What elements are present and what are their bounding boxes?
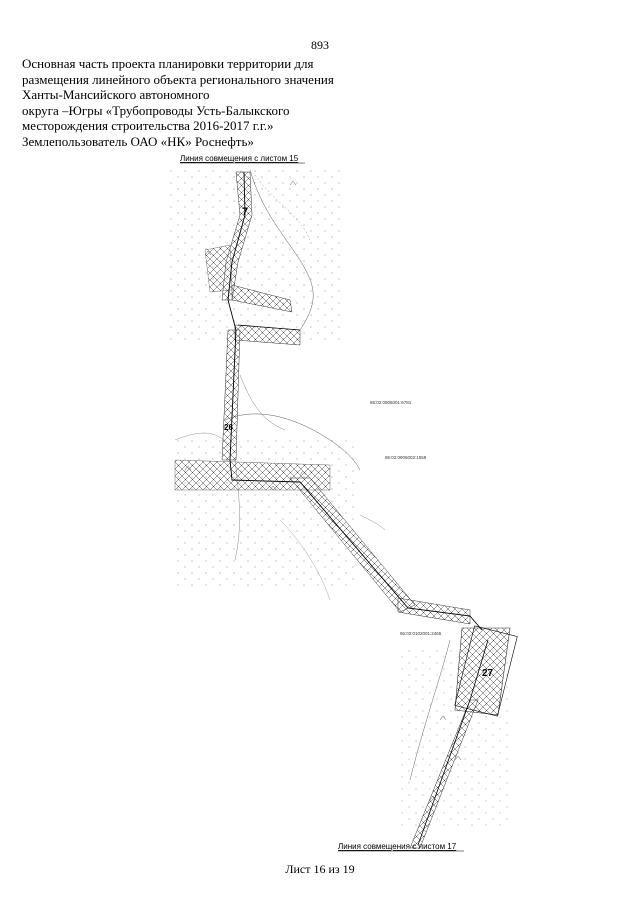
document-header: Основная часть проекта планировки террит… xyxy=(22,56,352,149)
contour-line xyxy=(409,639,451,781)
header-line: Ханты-Мансийского автономного xyxy=(22,87,210,102)
contour-line xyxy=(239,374,286,431)
section-number-7: 7 xyxy=(242,206,248,218)
page-number: 893 xyxy=(311,38,329,52)
contour-line xyxy=(224,413,361,471)
section-number-26: 26 xyxy=(224,423,233,432)
contour-line xyxy=(359,514,386,531)
parcel-label: 86:02:0906001:6781 xyxy=(370,400,412,405)
corridor-hatch xyxy=(231,284,293,313)
contour-line xyxy=(254,174,311,241)
header-line: месторождения строительства 2016-2017 г.… xyxy=(22,118,274,133)
parcel-label: 86:02:0906002:1559 xyxy=(385,455,427,460)
match-line-bottom: Линия совмещения с листом 17 xyxy=(338,842,457,851)
header-line: округа –Югры «Трубопроводы Усть-Балыкско… xyxy=(22,102,290,118)
header-line: Землепользователь ОАО «НК» Роснефть» xyxy=(22,133,254,149)
planning-map: Линия совмещения с листом 15 xyxy=(0,150,640,855)
terrain-symbols xyxy=(184,180,462,801)
pipeline-route xyxy=(237,324,301,331)
site-boundary xyxy=(454,625,518,717)
parcel-label: 86:02:0102001:2465 xyxy=(400,631,442,636)
pipeline-route xyxy=(417,639,489,846)
corridor-hatch xyxy=(409,699,479,849)
header-line: размещения линейного объекта регионально… xyxy=(22,71,334,87)
map-drawing: Линия совмещения с листом 15 xyxy=(170,154,518,852)
match-line-top: Линия совмещения с листом 15 xyxy=(180,154,299,163)
pipeline-route xyxy=(227,171,483,631)
sheet-footer: Лист 16 из 19 xyxy=(285,862,355,876)
corridor-hatch xyxy=(174,459,331,491)
header-line: Основная часть проекта планировки террит… xyxy=(22,56,314,71)
contour-line xyxy=(249,169,314,331)
section-number-27: 27 xyxy=(482,668,494,679)
terrain-dots xyxy=(170,170,340,340)
contour-line xyxy=(279,519,331,601)
